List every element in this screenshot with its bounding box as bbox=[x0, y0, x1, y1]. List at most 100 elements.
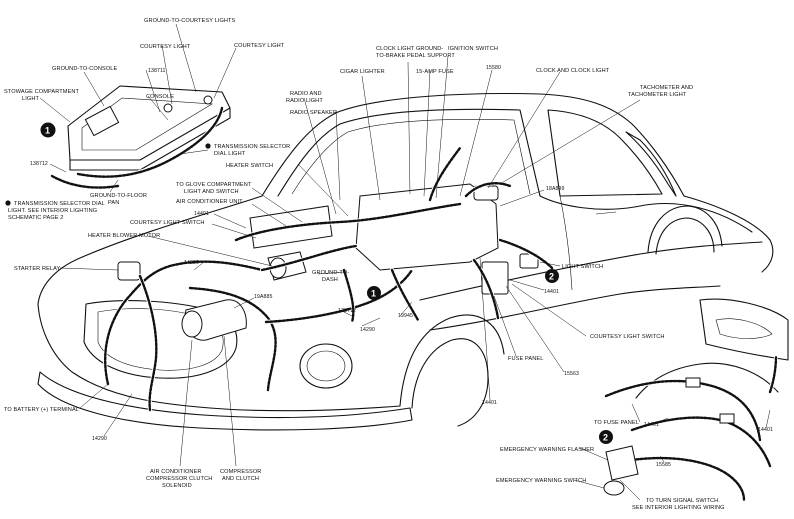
harness-clock bbox=[464, 182, 512, 198]
label-courtesy-light-1: COURTESY LIGHT bbox=[140, 44, 191, 50]
label-trans-dial-light-2: DIAL LIGHT bbox=[214, 151, 246, 157]
label-courtesy-light-switch-a: COURTESY LIGHT SWITCH bbox=[130, 220, 205, 226]
emergency-inset bbox=[603, 298, 789, 503]
door-window-outline bbox=[547, 109, 663, 197]
label-heater-switch: HEATER SWITCH bbox=[226, 163, 273, 169]
label-ground-to-dash-1: GROUND-TO- bbox=[312, 270, 349, 276]
label-compressor-2: AND CLUTCH bbox=[222, 476, 259, 482]
label-ground-to-courtesy-lights: GROUND-TO-COURTESY LIGHTS bbox=[144, 18, 236, 24]
label-ground-to-dash-2: DASH bbox=[322, 277, 338, 283]
label-tachometer: TACHOMETER AND bbox=[640, 85, 693, 91]
label-14401-d: 14401 bbox=[644, 422, 659, 428]
door-seam bbox=[559, 195, 573, 291]
label-138712-b: 138712 bbox=[338, 308, 356, 314]
label-19a885: 19A885 bbox=[254, 294, 273, 300]
label-clock-ground-1: CLOCK LIGHT GROUND- bbox=[376, 46, 443, 52]
label-clock-ground-2: TO-BRAKE PEDAL SUPPORT bbox=[376, 53, 455, 59]
courtesy-light-bulb-1 bbox=[163, 103, 173, 113]
label-stowage-compartment: STOWAGE COMPARTMENT bbox=[4, 89, 80, 95]
emergency-connector-2 bbox=[719, 413, 735, 424]
label-ground-to-console: GROUND-TO-CONSOLE bbox=[52, 66, 117, 72]
starter-relay-part bbox=[117, 261, 141, 281]
grille-outline bbox=[83, 300, 238, 379]
label-138711: 138711 bbox=[148, 68, 166, 74]
label-ac-clutch-3: SOLENOID bbox=[162, 483, 192, 489]
label-stowage-light: LIGHT bbox=[22, 96, 39, 102]
label-turn-signal-2: SEE INTERIOR LIGHTING WIRING bbox=[632, 505, 725, 511]
car-body bbox=[37, 92, 774, 431]
label-18a899: 18A899 bbox=[546, 186, 565, 192]
harness-ground-dash bbox=[342, 268, 355, 324]
label-trans-note-1: TRANSMISSION SELECTOR DIAL bbox=[14, 201, 105, 207]
label-courtesy-light-2: COURTESY LIGHT bbox=[234, 43, 285, 49]
floor-pan-inset bbox=[699, 298, 789, 361]
windshield-inner bbox=[291, 119, 531, 195]
trans-note-bullet bbox=[5, 200, 11, 206]
door-handle bbox=[595, 211, 617, 215]
label-14401-e: 14401 bbox=[758, 427, 773, 433]
front-fascia bbox=[37, 303, 401, 412]
console-top-panel bbox=[81, 97, 213, 151]
label-compressor-1: COMPRESSOR bbox=[220, 469, 261, 475]
label-15585: 15585 bbox=[656, 462, 671, 468]
label-trans-note-3: SCHEMATIC PAGE 2 bbox=[8, 215, 63, 221]
harness-ignition bbox=[428, 146, 462, 202]
rear-tire bbox=[655, 217, 715, 255]
harness-light-switch bbox=[498, 238, 554, 270]
compressor-clutch-face bbox=[181, 310, 203, 338]
body-side-line bbox=[419, 241, 763, 301]
label-ac-clutch-1: AIR CONDITIONER bbox=[150, 469, 202, 475]
callout-1-harness-text: 1 bbox=[371, 289, 376, 299]
label-courtesy-light-switch-b: COURTESY LIGHT SWITCH bbox=[590, 334, 665, 340]
label-ignition-switch: IGNITION SWITCH bbox=[448, 46, 498, 52]
label-ground-to-floor: GROUND-TO-FLOOR bbox=[90, 193, 147, 199]
emergency-harness-riser bbox=[768, 354, 778, 394]
label-trans-dial-light-1: TRANSMISSION SELECTOR bbox=[214, 144, 290, 150]
label-ac-unit: AIR CONDITIONER UNIT bbox=[176, 199, 243, 205]
callout-1-harness bbox=[367, 286, 381, 300]
callout-1-console bbox=[40, 122, 56, 138]
label-radio-and: RADIO AND bbox=[290, 91, 322, 97]
label-glove-1: TO GLOVE COMPARTMENT bbox=[176, 182, 252, 188]
leader-lines bbox=[39, 23, 771, 501]
harness-compressor bbox=[188, 286, 277, 392]
callout-1-console-text: 1 bbox=[45, 126, 50, 136]
harness-front-left bbox=[104, 260, 264, 386]
label-14290-a: 14290 bbox=[360, 327, 375, 333]
callout-2-emergency-text: 2 bbox=[603, 433, 608, 443]
label-clock-and-light: CLOCK AND CLOCK LIGHT bbox=[536, 68, 610, 74]
label-radio-speaker: RADIO SPEAKER bbox=[290, 110, 337, 116]
trans-dial-bullet bbox=[205, 143, 211, 149]
label-console: CONSOLE bbox=[146, 94, 174, 100]
label-15-amp-fuse: 15-AMP FUSE bbox=[416, 69, 454, 75]
emergency-harness-main bbox=[604, 379, 762, 442]
rear-wheel-arch bbox=[647, 205, 723, 253]
rear-quarter-window bbox=[625, 131, 677, 197]
engine-parts bbox=[117, 183, 539, 341]
label-light-switch: LIGHT SWITCH bbox=[562, 264, 603, 270]
callout-2-light-switch bbox=[545, 269, 559, 283]
console-harness-lead bbox=[50, 174, 120, 189]
emergency-warning-flasher-part bbox=[605, 445, 639, 481]
emergency-warning-switch-knob bbox=[603, 480, 625, 496]
label-15563: 15563 bbox=[564, 371, 579, 377]
label-138712-a: 138712 bbox=[30, 161, 48, 167]
fender-top-line bbox=[539, 195, 753, 233]
label-14401-b: 14401 bbox=[544, 289, 559, 295]
label-to-fuse-panel: TO FUSE PANEL bbox=[594, 420, 639, 426]
label-ac-clutch-2: COMPRESSOR CLUTCH bbox=[146, 476, 212, 482]
label-trans-note-2: LIGHT. SEE INTERIOR LIGHTING bbox=[8, 208, 97, 214]
headlight bbox=[299, 343, 353, 389]
label-14401-c: 14401 bbox=[482, 400, 497, 406]
label-19945: 19945 bbox=[398, 313, 413, 319]
label-emergency-flasher: EMERGENCY WARNING FLASHER bbox=[500, 447, 594, 453]
callout-2-light-switch-text: 2 bbox=[549, 272, 554, 282]
label-fuse-panel: FUSE PANEL bbox=[508, 356, 543, 362]
emergency-harness-flasher bbox=[618, 456, 746, 502]
label-14401-a: 14401 bbox=[194, 211, 209, 217]
front-bumper bbox=[37, 371, 413, 431]
main-harness bbox=[103, 145, 555, 413]
label-tachometer-light: TACHOMETER LIGHT bbox=[628, 92, 687, 98]
